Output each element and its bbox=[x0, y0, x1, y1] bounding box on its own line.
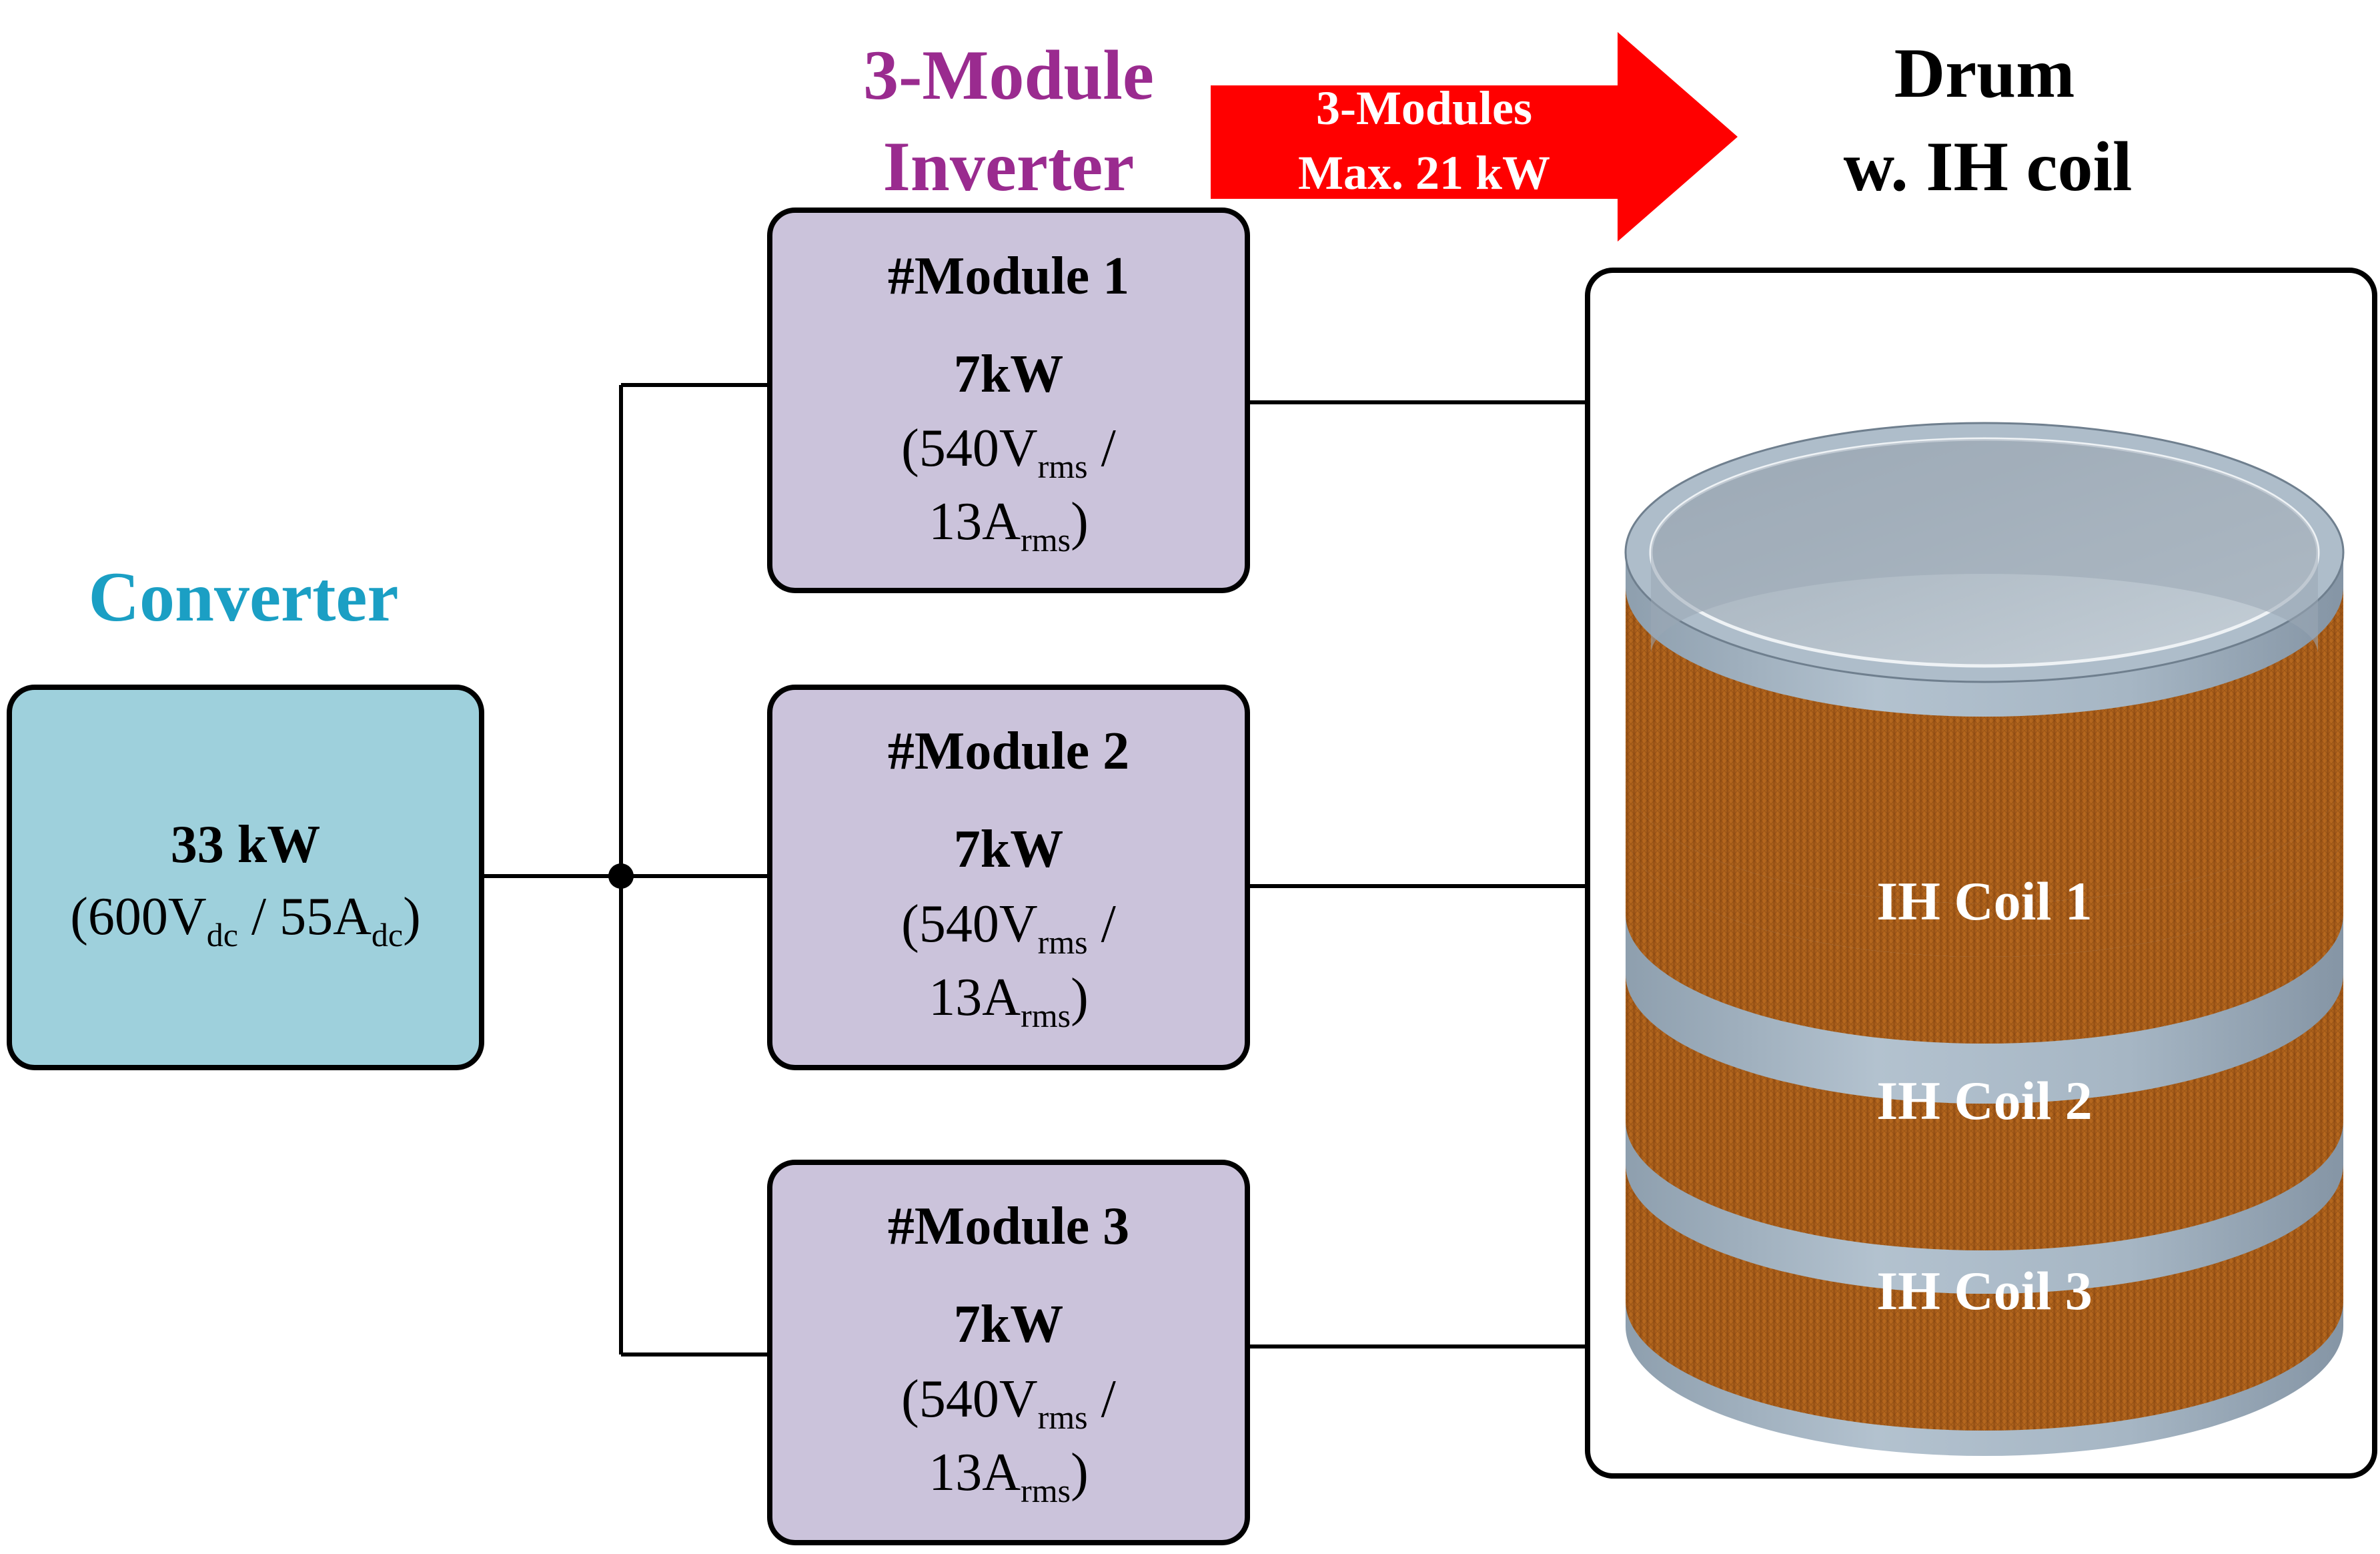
converter-title: Converter bbox=[89, 558, 399, 636]
module-voltage: (540Vrms / bbox=[901, 419, 1116, 485]
drum-title-line-1: Drum bbox=[1894, 34, 2075, 112]
junction-dot bbox=[608, 863, 634, 889]
ih-coil-3-band bbox=[1626, 1164, 2343, 1431]
module-voltage: (540Vrms / bbox=[901, 895, 1116, 961]
module-power: 7kW bbox=[954, 820, 1064, 879]
arrow-shape bbox=[1211, 32, 1738, 242]
inverter-title-line-2: Inverter bbox=[883, 127, 1135, 206]
ih-coil-1-band-upper bbox=[1626, 774, 2343, 957]
module-current: 13Arms) bbox=[929, 968, 1088, 1034]
drum-cylinder bbox=[1624, 422, 2345, 1456]
module-3: #Module 3 7kW (540Vrms / 13Arms) bbox=[767, 1160, 1250, 1545]
ih-coil-1-band bbox=[1626, 587, 2343, 903]
ih-coil-1-label: IH Coil 1 bbox=[1876, 871, 2092, 931]
converter-power: 33 kW bbox=[171, 815, 321, 874]
ih-coil-2-band bbox=[1626, 974, 2343, 1250]
arrow-label-line-2: Max. 21 kW bbox=[1298, 146, 1550, 200]
power-flow-arrow: 3-Modules Max. 21 kW bbox=[1211, 32, 1738, 242]
converter-spec: (600Vdc / 55Adc) bbox=[70, 887, 420, 953]
ih-coil-2-label: IH Coil 2 bbox=[1876, 1070, 2092, 1131]
inverter-title: 3-Module Inverter bbox=[863, 36, 1154, 206]
drum-title: Drum w. IH coil bbox=[1844, 34, 2133, 206]
module-current: 13Arms) bbox=[929, 1443, 1088, 1509]
module-name: #Module 1 bbox=[888, 247, 1129, 306]
wiring bbox=[482, 383, 1588, 1356]
module-box bbox=[767, 1160, 1250, 1545]
ih-coil-1-band-lower bbox=[1626, 827, 2343, 1044]
module-power: 7kW bbox=[954, 1295, 1064, 1354]
converter: Converter 33 kW (600Vdc / 55Adc) bbox=[7, 558, 484, 1070]
module-name: #Module 3 bbox=[888, 1197, 1129, 1256]
module-power: 7kW bbox=[954, 345, 1064, 404]
inverter-title-line-1: 3-Module bbox=[863, 36, 1154, 114]
ih-coil-3-label: IH Coil 3 bbox=[1876, 1260, 2092, 1321]
module-voltage: (540Vrms / bbox=[901, 1370, 1116, 1436]
module-2: #Module 2 7kW (540Vrms / 13Arms) bbox=[767, 685, 1250, 1070]
module-box bbox=[767, 208, 1250, 593]
module-box bbox=[767, 685, 1250, 1070]
drum-inner-wall bbox=[1651, 439, 2318, 654]
drum-title-line-2: w. IH coil bbox=[1844, 127, 2133, 206]
module-current: 13Arms) bbox=[929, 492, 1088, 558]
module-1: #Module 1 7kW (540Vrms / 13Arms) bbox=[767, 208, 1250, 593]
converter-box bbox=[7, 685, 484, 1070]
module-name: #Module 2 bbox=[888, 722, 1129, 781]
arrow-label-line-1: 3-Modules bbox=[1316, 81, 1532, 135]
